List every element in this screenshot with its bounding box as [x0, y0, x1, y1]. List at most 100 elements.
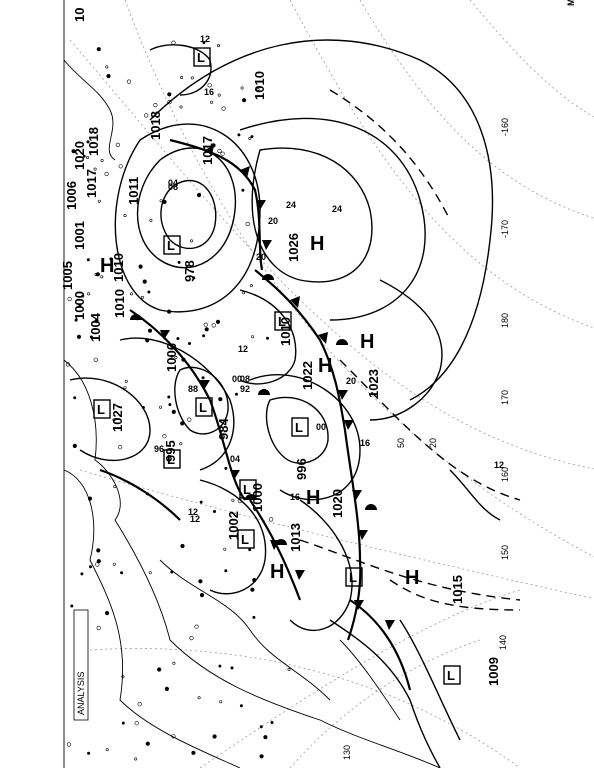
latitude-label: 20: [428, 438, 438, 448]
station-dot: [66, 742, 71, 747]
high-center-1020: H: [306, 487, 320, 509]
station-dot: [218, 664, 222, 668]
station-dot: [170, 570, 174, 574]
station-dot: [211, 143, 216, 148]
legend-box: ANALYSIS: [73, 609, 89, 721]
station-dot: [121, 675, 125, 679]
station-dot: [220, 151, 225, 156]
station-dot: [93, 357, 98, 362]
low-box-1002: [237, 529, 255, 549]
station-dot: [231, 498, 235, 502]
station-dot: [211, 323, 216, 328]
station-dot: [204, 327, 209, 332]
station-dot: [109, 257, 113, 261]
station-dot: [265, 336, 269, 340]
station-dot: [245, 221, 250, 227]
station-dot: [95, 562, 100, 567]
station-dot: [113, 485, 117, 489]
station-dot: [217, 93, 221, 97]
low-center-1009: L: [447, 668, 455, 683]
station-dot: [269, 517, 274, 522]
latitude-label: 50: [396, 438, 406, 448]
low-box-1009: [443, 665, 461, 685]
station-dot: [89, 335, 93, 339]
station-dot: [167, 99, 172, 105]
station-dot: [148, 571, 152, 575]
station-dot: [210, 100, 214, 104]
pressure-value-984: 984: [216, 418, 231, 440]
station-dot: [203, 322, 208, 327]
station-dot: [97, 199, 101, 203]
pressure-value-1010b: 1010: [278, 317, 293, 346]
station-dot: [149, 218, 153, 222]
left-label-1018b: 1018: [148, 111, 163, 140]
station-dot: [250, 587, 255, 592]
station-dot: [242, 291, 246, 295]
low-center-top: L: [197, 50, 205, 65]
longitude-label: -160: [500, 118, 510, 136]
station-dot: [112, 418, 116, 422]
station-dot: [259, 754, 264, 759]
longitude-label: 130: [342, 745, 352, 760]
station-dot: [177, 260, 181, 264]
station-dot: [71, 149, 76, 154]
station-dot: [250, 135, 254, 139]
station-dot: [87, 292, 91, 296]
left-label-1001: 1001: [72, 221, 87, 250]
pressure-value-1022: 1022: [300, 361, 315, 390]
high-center-1015: H: [405, 567, 419, 589]
station-dot: [86, 156, 90, 160]
front-symbols: [130, 145, 395, 630]
station-dot: [72, 443, 77, 449]
station-dot: [263, 735, 268, 740]
station-dot: [100, 159, 104, 163]
station-dot: [87, 496, 93, 501]
station-dot: [121, 721, 125, 725]
longitude-label: 140: [498, 635, 508, 650]
station-dot: [198, 579, 203, 584]
left-label-1010: 1010: [112, 289, 127, 318]
station-dot: [115, 142, 120, 147]
station-dot: [187, 417, 192, 422]
pressure-value-1006: 1006: [164, 343, 179, 372]
low-box-984: [195, 397, 213, 417]
isobar-label: 16: [360, 438, 370, 448]
station-dot: [179, 442, 183, 446]
pressure-value-1023: 1023: [366, 369, 381, 398]
station-dot: [95, 272, 100, 277]
isobar-label: 12: [190, 514, 200, 524]
isobar-label: 16: [290, 492, 300, 502]
isobar-label: 04: [230, 454, 240, 464]
pressure-value-1015: 1015: [450, 575, 465, 604]
station-dot: [162, 434, 167, 439]
left-column-labels: 1020 1018 1017 1006 1001 1005 1000 1010 …: [60, 0, 576, 320]
station-dot: [134, 721, 139, 726]
corner-label-top-left: 10: [72, 8, 87, 22]
longitude-label: 150: [500, 545, 510, 560]
low-box-1027: [93, 399, 111, 419]
isobar-label: 04: [168, 178, 178, 188]
pressure-value-1027: 1027: [110, 403, 125, 432]
station-dot: [89, 565, 93, 569]
station-dot: [82, 154, 86, 158]
station-dot: [218, 397, 223, 402]
pressure-value-1002: 1002: [226, 511, 241, 540]
station-dot: [287, 667, 291, 671]
station-dot: [105, 748, 109, 752]
left-label-1005: 1005: [60, 261, 75, 290]
station-dot: [192, 276, 196, 280]
station-dot: [153, 102, 158, 108]
station-dot: [117, 445, 123, 450]
station-plots: [65, 40, 291, 761]
low-center-small: L: [349, 570, 357, 585]
station-dot: [70, 604, 74, 608]
left-label-1011: 1011: [126, 177, 141, 205]
station-dot: [105, 65, 109, 69]
low-center-978: L: [167, 238, 175, 253]
station-dot: [96, 548, 101, 553]
station-dot: [199, 592, 205, 598]
station-dot: [93, 167, 97, 171]
low-box-1000: [239, 479, 257, 499]
station-dot: [67, 296, 72, 302]
